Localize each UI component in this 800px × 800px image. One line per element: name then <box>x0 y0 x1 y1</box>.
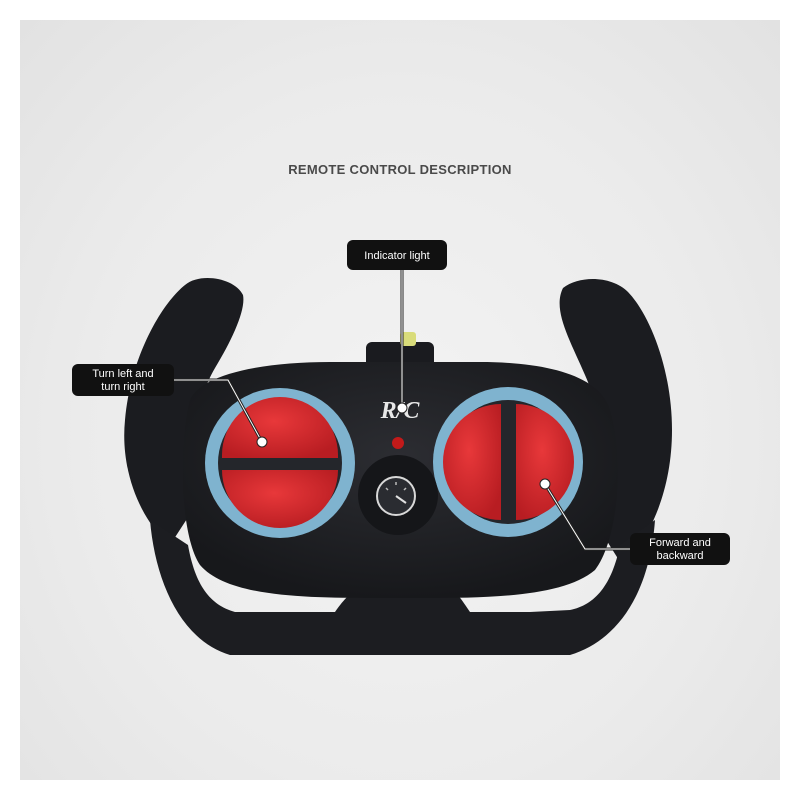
left-handle <box>124 277 244 545</box>
gauge-needle <box>395 495 407 504</box>
callout-indicator: Indicator light <box>347 240 447 414</box>
callout-steering-line2: turn right <box>101 381 144 393</box>
callout-drive-line1: Forward and <box>649 537 711 549</box>
antenna-tip <box>400 332 416 346</box>
callout-drive: Forward and backward <box>539 478 730 565</box>
backward-button[interactable] <box>516 404 574 520</box>
callout-steering-line1: Turn left and <box>92 368 153 380</box>
callout-indicator-label: Indicator light <box>364 250 429 262</box>
indicator-led <box>392 437 404 449</box>
wheel-frame <box>150 520 655 655</box>
steer-left-button[interactable] <box>222 397 338 458</box>
right-handle <box>559 279 672 565</box>
page-title: REMOTE CONTROL DESCRIPTION <box>288 162 512 177</box>
steer-right-button[interactable] <box>222 470 338 528</box>
forward-button[interactable] <box>443 404 501 520</box>
callout-drive-line2: backward <box>656 550 703 562</box>
callout-steering: Turn left and turn right <box>72 364 268 448</box>
antenna-base <box>366 342 434 368</box>
